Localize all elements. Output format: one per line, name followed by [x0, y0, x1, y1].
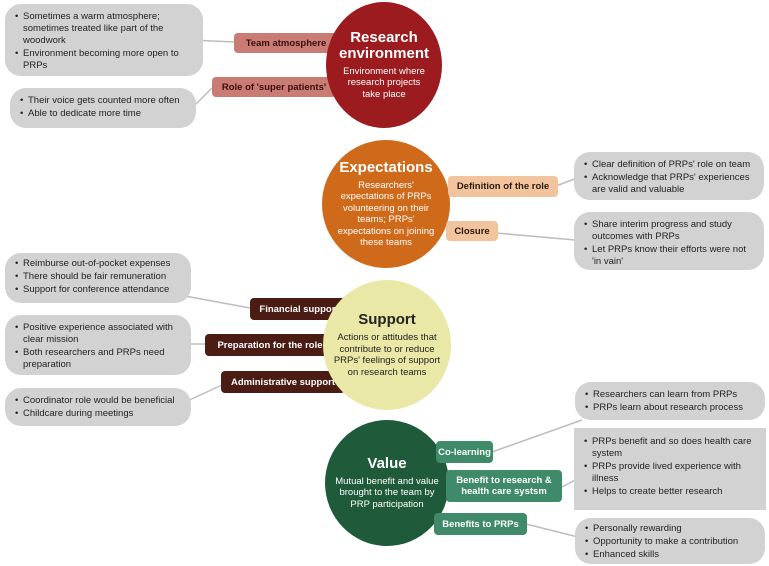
list-item: Acknowledge that PRPs' experiences are v…	[584, 172, 754, 196]
value-desc: Mutual benefit and value brought to the …	[335, 475, 439, 510]
support-circle: Support Actions or attitudes that contri…	[323, 280, 451, 410]
administrative-support-label: Administrative support	[221, 371, 345, 393]
research-environment-circle: Research environment Environment where r…	[326, 2, 442, 128]
list-item: PRPs learn about research process	[585, 402, 755, 414]
list-item: Environment becoming more open to PRPs	[15, 48, 193, 72]
list-item: Researchers can learn from PRPs	[585, 389, 755, 401]
expectations-desc: Researchers' expectations of PRPs volunt…	[337, 179, 435, 249]
list-item: Coordinator role would be beneficial	[15, 395, 181, 407]
benefits-to-prps-label: Benefits to PRPs	[434, 513, 527, 535]
list-item: Sometimes a warm atmosphere; sometimes t…	[15, 11, 193, 47]
list-item: Positive experience associated with clea…	[15, 322, 181, 346]
connector-line	[561, 479, 576, 488]
preparation-label: Preparation for the role	[205, 334, 335, 356]
list-item: Let PRPs know their efforts were not 'in…	[584, 244, 754, 268]
list-item: Personally rewarding	[585, 523, 755, 535]
list-item: PRPs provide lived experience with illne…	[584, 461, 756, 485]
financial-support-label: Financial support	[250, 298, 348, 320]
list-item: Childcare during meetings	[15, 408, 181, 420]
super-patients-label: Role of 'super patients'	[212, 77, 336, 97]
preparation-bubble: Positive experience associated with clea…	[5, 315, 191, 375]
closure-bubble: Share interim progress and study outcome…	[574, 212, 764, 270]
list-item: Opportunity to make a contribution	[585, 536, 755, 548]
list-item: Both researchers and PRPs need preparati…	[15, 347, 181, 371]
benefits-to-prps-bubble: Personally rewarding Opportunity to make…	[575, 518, 765, 564]
list-item: Reimburse out-of-pocket expenses	[15, 258, 181, 270]
list-item: There should be fair remuneration	[15, 271, 181, 283]
connector-line	[525, 523, 579, 538]
list-item: Enhanced skills	[585, 549, 755, 561]
research-environment-desc: Environment where research projects take…	[343, 65, 425, 100]
connector-line	[495, 232, 576, 241]
list-item: PRPs benefit and so does health care sys…	[584, 436, 756, 460]
co-learning-bubble: Researchers can learn from PRPs PRPs lea…	[575, 382, 765, 420]
definition-of-role-label: Definition of the role	[448, 176, 558, 197]
support-desc: Actions or attitudes that contribute to …	[333, 332, 441, 378]
connector-line	[184, 384, 223, 403]
definition-of-role-bubble: Clear definition of PRPs' role on team A…	[574, 152, 764, 200]
list-item: Their voice gets counted more often	[20, 95, 186, 107]
administrative-support-bubble: Coordinator role would be beneficial Chi…	[5, 388, 191, 426]
financial-support-bubble: Reimburse out-of-pocket expenses There s…	[5, 253, 191, 303]
team-atmosphere-label: Team atmosphere	[234, 33, 338, 53]
list-item: Share interim progress and study outcome…	[584, 219, 754, 243]
expectations-title: Expectations	[339, 158, 433, 176]
research-environment-title: Research environment	[338, 28, 429, 62]
list-item: Support for conference attendance	[15, 284, 181, 296]
value-title: Value	[367, 454, 407, 472]
team-atmosphere-bubble: Sometimes a warm atmosphere; sometimes t…	[5, 4, 203, 76]
connector-line	[491, 419, 583, 453]
list-item: Clear definition of PRPs' role on team	[584, 159, 754, 171]
closure-label: Closure	[446, 221, 498, 241]
value-circle: Value Mutual benefit and value brought t…	[325, 420, 449, 546]
super-patients-bubble: Their voice gets counted more often Able…	[10, 88, 196, 128]
support-title: Support	[358, 311, 416, 328]
co-learning-label: Co-learning	[436, 441, 493, 463]
benefit-research-bubble: PRPs benefit and so does health care sys…	[574, 428, 766, 510]
connector-line	[184, 295, 251, 309]
list-item: Able to dedicate more time	[20, 108, 186, 120]
list-item: Helps to create better research	[584, 486, 756, 498]
benefit-research-label: Benefit to research & health care systsm	[446, 470, 562, 502]
expectations-circle: Expectations Researchers' expectations o…	[322, 140, 450, 268]
